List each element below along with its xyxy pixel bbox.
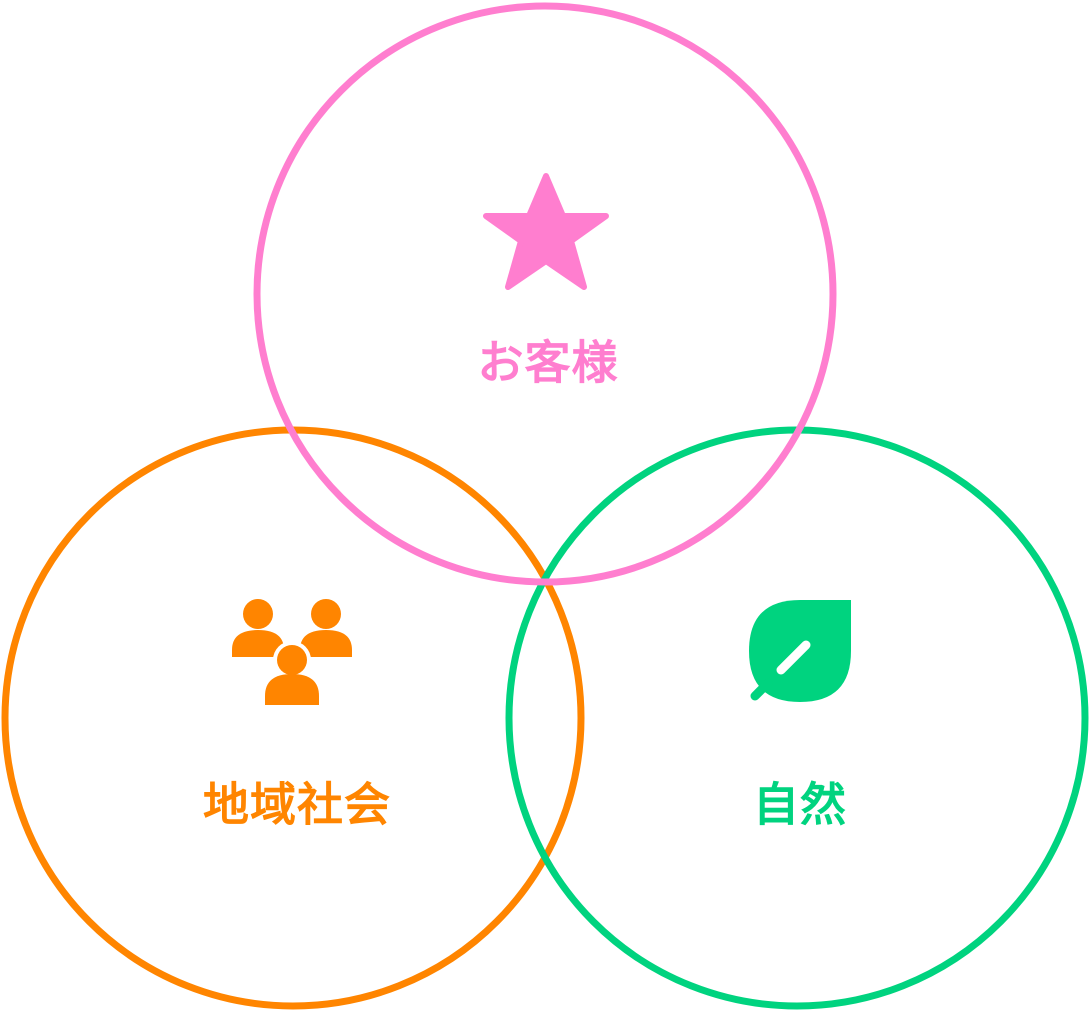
customers-label: お客様 — [478, 336, 619, 390]
star-icon — [483, 173, 609, 290]
people-group-icon — [232, 599, 352, 708]
nature-label: 自然 — [753, 778, 847, 832]
nature-circle — [505, 426, 1089, 1010]
community-circle — [1, 426, 585, 1010]
leaf-icon — [749, 600, 851, 702]
community-label: 地域社会 — [203, 778, 391, 832]
customers-circle — [253, 2, 837, 586]
